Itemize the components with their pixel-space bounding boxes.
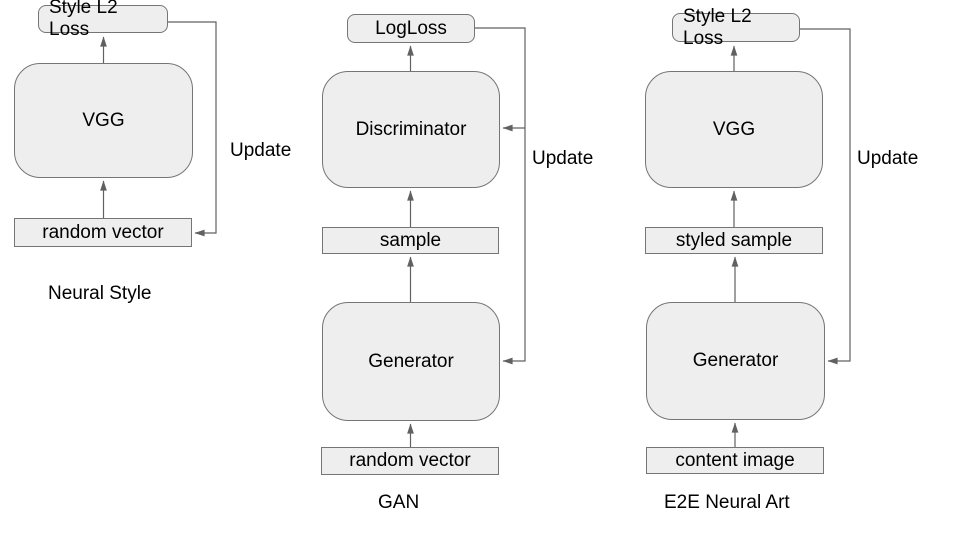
caption-e2e: E2E Neural Art	[664, 492, 790, 513]
vgg-box-e2e: VGG	[645, 71, 823, 188]
generator-box-e2e: Generator	[646, 302, 825, 420]
styled-sample-box: styled sample	[645, 227, 823, 254]
sample-box: sample	[322, 227, 499, 254]
discriminator-box: Discriminator	[322, 71, 500, 188]
update-loop-style-loss-to-generator	[800, 28, 851, 365]
update-label-neural-style: Update	[230, 140, 292, 161]
caption-gan: GAN	[378, 492, 420, 513]
update-loop-style-loss-to-random-vector	[168, 21, 217, 237]
update-label-e2e: Update	[857, 148, 919, 169]
logloss-box: LogLoss	[347, 14, 475, 43]
style-l2-loss-box: Style L2 Loss	[38, 0, 168, 40]
random-vector-box-gan: random vector	[321, 447, 499, 475]
update-label-gan: Update	[532, 148, 594, 169]
vgg-box: VGG	[14, 63, 193, 178]
generator-box-gan: Generator	[322, 302, 500, 421]
style-l2-loss-box-e2e: Style L2 Loss	[672, 6, 800, 49]
content-image-box: content image	[646, 447, 824, 474]
update-loop-logloss-to-generator	[475, 27, 526, 365]
random-vector-box: random vector	[14, 218, 192, 247]
caption-neural-style: Neural Style	[48, 283, 152, 304]
